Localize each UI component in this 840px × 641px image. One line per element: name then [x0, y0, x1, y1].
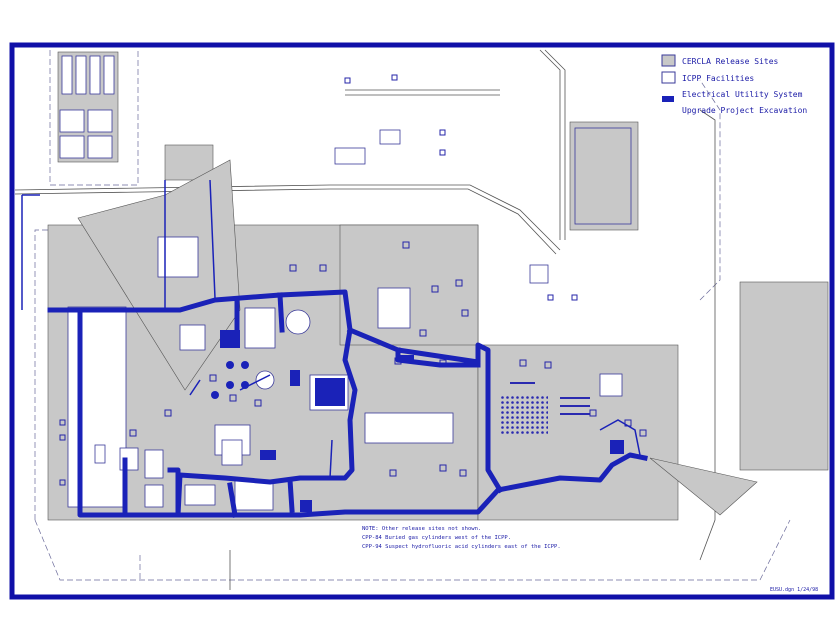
note-line-1: NOTE: Other release sites not shown. [362, 526, 481, 532]
legend-label-facilities: ICPP Facilities [682, 74, 754, 83]
note-line-2: CPP-84 Buried gas cylinders west of the … [362, 535, 511, 541]
drawing-stamp: EUSU.dgn 1/24/98 [770, 587, 818, 593]
legend: CERCLA Release Sites ICPP Facilities Ele… [661, 54, 807, 115]
boundary-lines [34, 50, 791, 581]
tank-bars [510, 382, 590, 415]
legend-label-release: CERCLA Release Sites [682, 57, 779, 66]
facility-outlines [59, 55, 632, 511]
utility-equipment [211, 330, 624, 512]
legend-label-excavation: Upgrade Project Excavation [682, 106, 807, 115]
legend-swatch-facilities [661, 71, 676, 84]
map-notes: NOTE: Other release sites not shown. CPP… [362, 526, 561, 550]
map-border [9, 42, 835, 600]
tank-farm [500, 395, 548, 435]
electrical-utility-system [47, 289, 648, 518]
note-line-3: CPP-94 Suspect hydrofluoric acid cylinde… [362, 544, 561, 550]
legend-swatch-utility [662, 96, 674, 102]
legend-label-utility: Electrical Utility System [682, 90, 803, 99]
legend-swatch-release [661, 54, 676, 67]
